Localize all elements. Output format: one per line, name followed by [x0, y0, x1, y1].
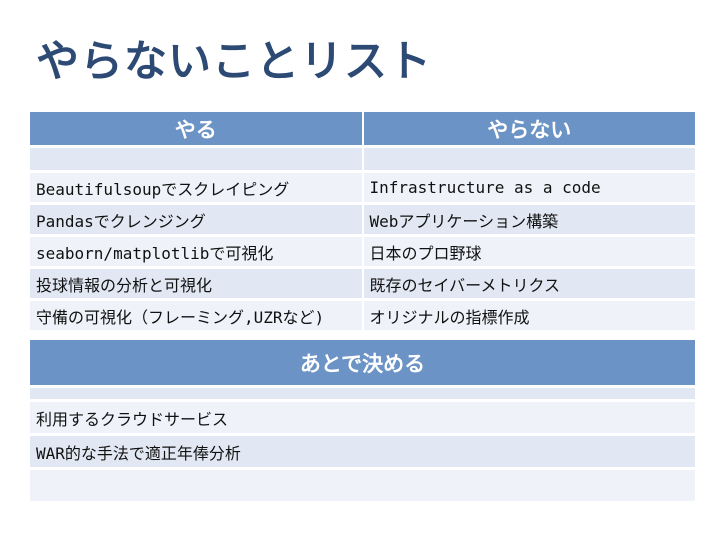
cell-dont: [361, 145, 695, 172]
cell-decide-later: [30, 385, 695, 401]
table-row: 利用するクラウドサービス: [30, 399, 695, 435]
table-header-row: やる やらない: [30, 112, 695, 147]
cell-dont: オリジナルの指標作成: [361, 298, 695, 330]
table-row: [30, 145, 695, 172]
cell-decide-later: 利用するクラウドサービス: [30, 399, 695, 435]
table-row: [30, 385, 695, 401]
cell-do: Pandasでクレンジング: [30, 202, 363, 236]
cell-dont: Infrastructure as a code: [361, 170, 695, 204]
header-do: やる: [30, 112, 363, 147]
cell-do: seaborn/matplotlibで可視化: [30, 234, 363, 268]
header-dont: やらない: [361, 112, 695, 147]
table-row: [30, 467, 695, 501]
cell-do: 投球情報の分析と可視化: [30, 266, 363, 300]
table-decide-later: あとで決める 利用するクラウドサービス WAR的な手法で適正年俸分析: [30, 340, 695, 501]
slide-title: やらないことリスト: [36, 38, 432, 86]
table-row: Beautifulsoupでスクレイピング Infrastructure as …: [30, 170, 695, 204]
table-row: WAR的な手法で適正年俸分析: [30, 433, 695, 469]
cell-do: 守備の可視化（フレーミング,UZRなど): [30, 298, 363, 330]
cell-do: Beautifulsoupでスクレイピング: [30, 170, 363, 204]
table-row: Pandasでクレンジング Webアプリケーション構築: [30, 202, 695, 236]
table-row: 投球情報の分析と可視化 既存のセイバーメトリクス: [30, 266, 695, 300]
table-row: 守備の可視化（フレーミング,UZRなど) オリジナルの指標作成: [30, 298, 695, 330]
cell-dont: 既存のセイバーメトリクス: [361, 266, 695, 300]
cell-decide-later: [30, 467, 695, 501]
header-decide-later: あとで決める: [30, 340, 695, 387]
table-row: seaborn/matplotlibで可視化 日本のプロ野球: [30, 234, 695, 268]
table-header-row: あとで決める: [30, 340, 695, 387]
table-do-dont: やる やらない Beautifulsoupでスクレイピング Infrastruc…: [30, 112, 695, 330]
cell-dont: 日本のプロ野球: [361, 234, 695, 268]
cell-decide-later: WAR的な手法で適正年俸分析: [30, 433, 695, 469]
cell-dont: Webアプリケーション構築: [361, 202, 695, 236]
cell-do: [30, 145, 363, 172]
